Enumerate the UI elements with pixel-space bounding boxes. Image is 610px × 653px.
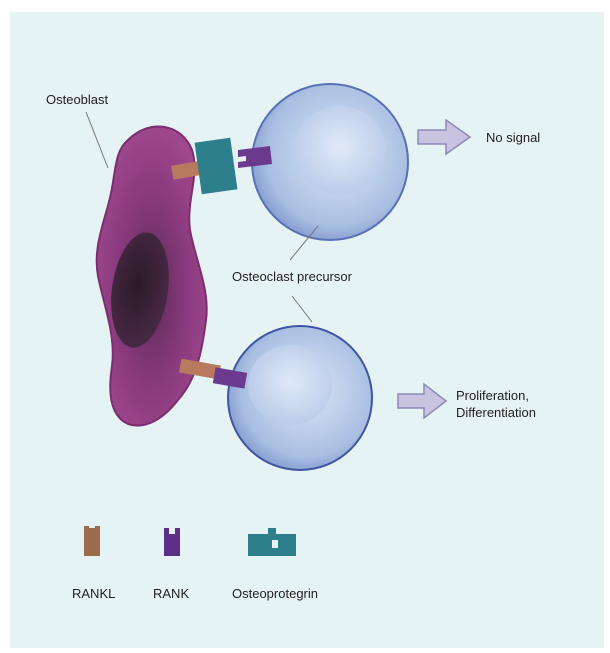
precursor-nucleus-top <box>294 106 386 194</box>
osteoprotegrin-top <box>195 138 238 195</box>
arrow-no-signal <box>418 120 470 154</box>
precursor-nucleus-bottom <box>248 345 332 425</box>
legend-label-osteoprotegrin: Osteoprotegrin <box>232 586 318 602</box>
precursor-leader-line-bottom <box>292 296 312 322</box>
label-osteoclast-precursor: Osteoclast precursor <box>232 269 352 285</box>
label-no-signal: No signal <box>486 130 540 146</box>
osteoblast-leader-line <box>86 112 108 168</box>
rankl-icon <box>84 522 100 556</box>
label-proliferation: Proliferation, <box>456 388 529 404</box>
osteoprotegrin-icon <box>248 528 296 556</box>
label-differentiation: Differentiation <box>456 405 536 421</box>
rank-icon <box>164 528 180 556</box>
label-osteoblast: Osteoblast <box>46 92 108 108</box>
arrow-proliferation <box>398 384 446 418</box>
legend-label-rankl: RANKL <box>72 586 115 602</box>
legend-label-rank: RANK <box>153 586 189 602</box>
